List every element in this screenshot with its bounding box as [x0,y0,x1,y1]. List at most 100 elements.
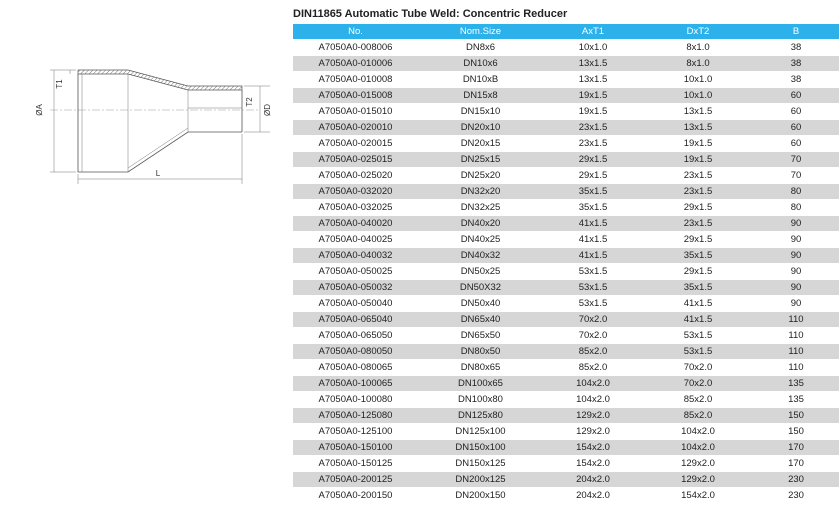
cell-nom-size: DN25x20 [418,167,543,184]
cell-nom-size: DN125x80 [418,407,543,424]
cell-no: A7050A0-025020 [293,167,418,184]
cell-b: 170 [753,455,839,472]
cell-nom-size: DN15x8 [418,87,543,104]
cell-nom-size: DN200x125 [418,471,543,488]
cell-axt1: 41x1.5 [543,215,643,232]
cell-no: A7050A0-065050 [293,327,418,344]
cell-no: A7050A0-050025 [293,263,418,280]
cell-nom-size: DN8x6 [418,39,543,56]
cell-b: 38 [753,71,839,88]
cell-b: 90 [753,279,839,296]
cell-no: A7050A0-040020 [293,215,418,232]
cell-axt1: 204x2.0 [543,471,643,488]
cell-nom-size: DN150x100 [418,439,543,456]
cell-dxt2: 10x1.0 [643,71,753,88]
header-axt1: AxT1 [543,24,643,40]
cell-nom-size: DN15x10 [418,103,543,120]
cell-no: A7050A0-150100 [293,439,418,456]
cell-nom-size: DN20x10 [418,119,543,136]
cell-nom-size: DN125x100 [418,423,543,440]
cell-dxt2: 19x1.5 [643,151,753,168]
cell-axt1: 154x2.0 [543,439,643,456]
cell-nom-size: DN10x6 [418,55,543,72]
cell-nom-size: DN40x25 [418,231,543,248]
cell-dxt2: 8x1.0 [643,39,753,56]
cell-nom-size: DN40x20 [418,215,543,232]
cell-dxt2: 13x1.5 [643,119,753,136]
cell-axt1: 70x2.0 [543,311,643,328]
cell-axt1: 129x2.0 [543,407,643,424]
cell-b: 80 [753,199,839,216]
cell-b: 80 [753,183,839,200]
cell-dxt2: 29x1.5 [643,231,753,248]
cell-no: A7050A0-050032 [293,279,418,296]
cell-axt1: 35x1.5 [543,199,643,216]
reducer-diagram: ØA T1 T2 ØD L [35,69,272,184]
cell-axt1: 29x1.5 [543,151,643,168]
cell-b: 90 [753,247,839,264]
cell-nom-size: DN32x25 [418,199,543,216]
cell-b: 60 [753,119,839,136]
cell-no: A7050A0-032025 [293,199,418,216]
cell-no: A7050A0-125080 [293,407,418,424]
header-nom-size: Nom.Size [418,24,543,40]
cell-axt1: 85x2.0 [543,359,643,376]
cell-no: A7050A0-100080 [293,391,418,408]
cell-axt1: 53x1.5 [543,279,643,296]
cell-dxt2: 35x1.5 [643,279,753,296]
cell-b: 150 [753,423,839,440]
cell-no: A7050A0-020010 [293,119,418,136]
cell-axt1: 19x1.5 [543,103,643,120]
cell-dxt2: 23x1.5 [643,167,753,184]
cell-axt1: 85x2.0 [543,343,643,360]
cell-dxt2: 29x1.5 [643,263,753,280]
table-header-row: No. Nom.Size AxT1 DxT2 B [293,24,839,40]
cell-dxt2: 129x2.0 [643,455,753,472]
cell-dxt2: 53x1.5 [643,327,753,344]
cell-b: 38 [753,55,839,72]
cell-nom-size: DN100x80 [418,391,543,408]
cell-dxt2: 104x2.0 [643,439,753,456]
cell-no: A7050A0-040025 [293,231,418,248]
reducer-drawing: ØA T1 T2 ØD L [30,52,280,192]
cell-nom-size: DN150x125 [418,455,543,472]
cell-axt1: 53x1.5 [543,295,643,312]
label-thickness-2: T2 [245,97,254,107]
cell-dxt2: 41x1.5 [643,295,753,312]
cell-b: 60 [753,135,839,152]
cell-b: 110 [753,359,839,376]
cell-b: 135 [753,391,839,408]
cell-b: 70 [753,167,839,184]
cell-axt1: 19x1.5 [543,87,643,104]
cell-axt1: 23x1.5 [543,119,643,136]
cell-nom-size: DN65x50 [418,327,543,344]
cell-b: 110 [753,311,839,328]
cell-axt1: 29x1.5 [543,167,643,184]
header-b: B [753,24,839,40]
cell-axt1: 53x1.5 [543,263,643,280]
cell-axt1: 41x1.5 [543,247,643,264]
cell-axt1: 129x2.0 [543,423,643,440]
label-thickness-1: T1 [55,79,64,89]
cell-b: 170 [753,439,839,456]
cell-nom-size: DN80x50 [418,343,543,360]
cell-axt1: 23x1.5 [543,135,643,152]
cell-b: 90 [753,295,839,312]
cell-axt1: 41x1.5 [543,231,643,248]
cell-b: 230 [753,487,839,504]
cell-no: A7050A0-200150 [293,487,418,504]
